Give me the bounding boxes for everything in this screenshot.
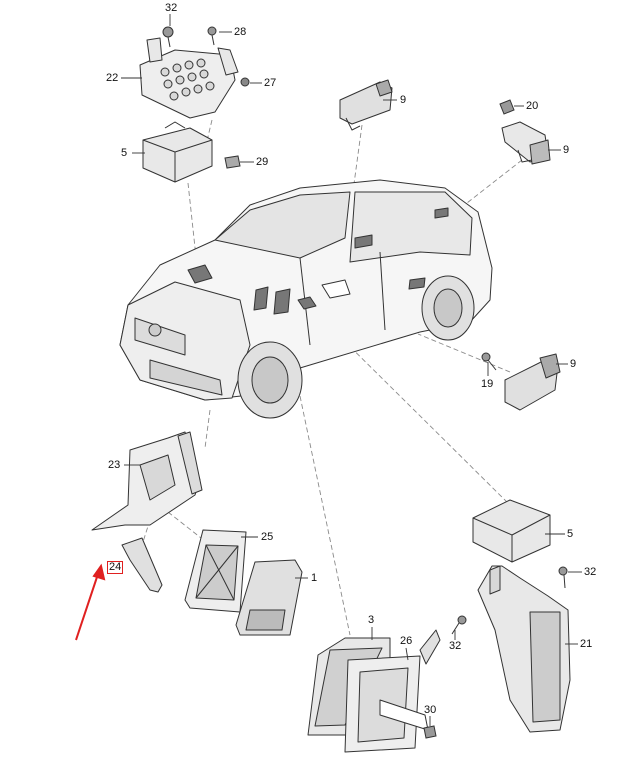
nut-27 — [240, 77, 250, 87]
callout-26[interactable]: 26 — [400, 635, 413, 647]
callout-32-bottom[interactable]: 32 — [449, 640, 462, 652]
callout-29[interactable]: 29 — [256, 156, 269, 168]
part-23-bracket — [91, 431, 203, 531]
screw-32-bottom — [451, 615, 467, 635]
part-22-bracket — [139, 37, 239, 119]
screw-32-top — [162, 26, 174, 48]
callout-25[interactable]: 25 — [261, 531, 274, 543]
callout-3[interactable]: 3 — [368, 614, 375, 626]
callout-22[interactable]: 22 — [106, 72, 119, 84]
part-21-mount — [477, 565, 571, 733]
callout-20[interactable]: 20 — [526, 100, 539, 112]
callout-1[interactable]: 1 — [311, 572, 318, 584]
vehicle — [119, 179, 493, 419]
screw-19 — [481, 352, 497, 371]
part-5-module-top — [142, 121, 213, 183]
callout-23[interactable]: 23 — [108, 459, 121, 471]
callout-19[interactable]: 19 — [481, 378, 494, 390]
callout-32-top[interactable]: 32 — [165, 2, 178, 14]
clip-20 — [499, 99, 515, 115]
callout-28[interactable]: 28 — [234, 26, 247, 38]
part-1-module — [235, 559, 303, 636]
part-26-bracket — [344, 629, 441, 753]
screw-28 — [207, 26, 217, 46]
connector-29 — [224, 155, 241, 169]
callout-5-lower[interactable]: 5 — [567, 528, 574, 540]
highlight-arrow — [75, 563, 106, 641]
callout-9-lower[interactable]: 9 — [570, 358, 577, 370]
callout-24-highlighted[interactable]: 24 — [107, 561, 124, 574]
callout-5-top[interactable]: 5 — [121, 147, 128, 159]
callout-30[interactable]: 30 — [424, 704, 437, 716]
part-5-module-lower — [472, 499, 551, 563]
part-24-bracket — [121, 537, 163, 593]
callout-32-right[interactable]: 32 — [584, 566, 597, 578]
part-25-holder — [184, 529, 247, 613]
callout-21[interactable]: 21 — [580, 638, 593, 650]
callout-9-top[interactable]: 9 — [400, 94, 407, 106]
part-9-sensor-lower — [504, 353, 561, 411]
clip-30 — [423, 725, 437, 739]
part-9-sensor-right — [501, 121, 551, 165]
callout-27[interactable]: 27 — [264, 77, 277, 89]
callout-ticks — [121, 14, 582, 726]
callout-9-right[interactable]: 9 — [563, 144, 570, 156]
screw-32-mid-right — [558, 566, 568, 589]
part-9-sensor-top — [339, 79, 393, 131]
